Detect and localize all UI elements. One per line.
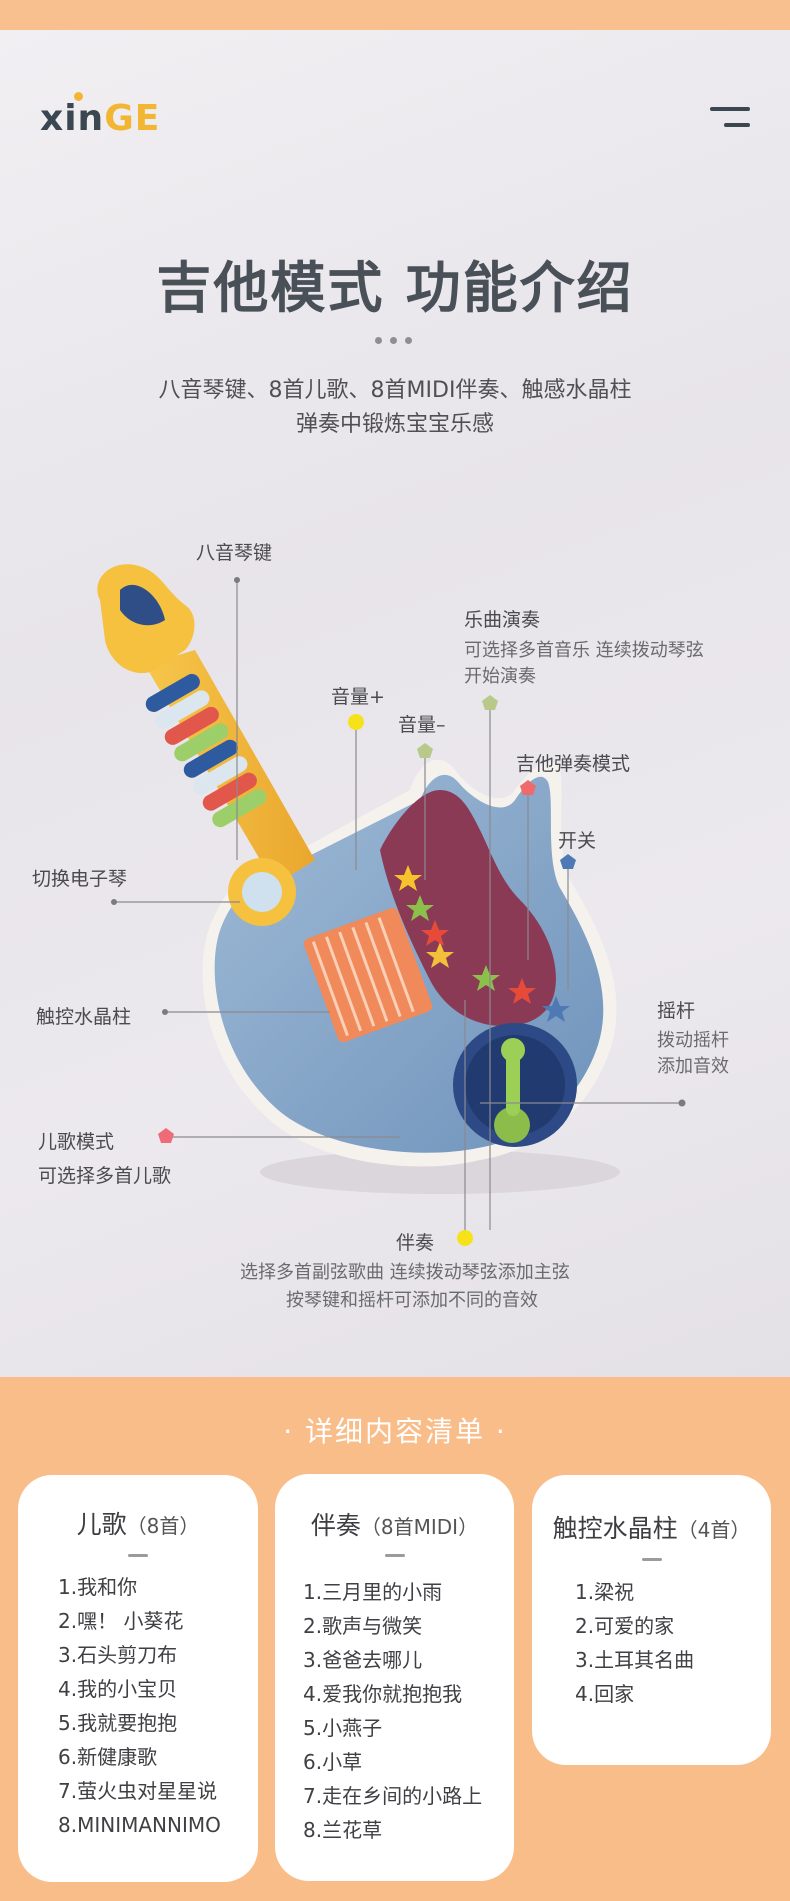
card-count: （4首） xyxy=(677,1518,751,1542)
annotation-accomp-desc-1: 选择多首副弦歌曲 连续拨动琴弦添加主弦 xyxy=(240,1262,570,1283)
card-crystal-columns: 触控水晶柱（4首） 1.梁祝 2.可爱的家 3.土耳其名曲 4.回家 xyxy=(532,1475,771,1765)
card-title: 儿歌 xyxy=(76,1510,127,1539)
annotation-rocker-title: 摇杆 xyxy=(657,1000,696,1022)
list-item: 8.MINIMANNIMO xyxy=(58,1813,221,1837)
annotation-rocker-desc-2: 添加音效 xyxy=(657,1056,729,1077)
card-count: （8首） xyxy=(126,1514,200,1538)
list-item: 1.梁祝 xyxy=(575,1580,635,1604)
list-item: 4.回家 xyxy=(575,1682,635,1706)
details-section-title: · 详细内容清单 · xyxy=(283,1415,507,1448)
card-count: （8首MIDI） xyxy=(360,1515,479,1539)
annotation-music-play-title: 乐曲演奏 xyxy=(464,609,541,631)
card-title: 触控水晶柱 xyxy=(552,1514,678,1543)
list-item: 2.可爱的家 xyxy=(575,1614,675,1638)
list-item: 5.我就要抱抱 xyxy=(58,1711,178,1735)
card-divider xyxy=(384,1554,405,1557)
list-item: 3.爸爸去哪儿 xyxy=(303,1648,423,1672)
page-title: 吉他模式 功能介绍 xyxy=(156,256,634,320)
list-item: 1.三月里的小雨 xyxy=(303,1580,443,1604)
annotation-nursery-desc: 可选择多首儿歌 xyxy=(38,1165,172,1187)
card-divider xyxy=(641,1558,662,1561)
list-item: 4.爱我你就抱抱我 xyxy=(303,1682,463,1706)
logo-dot-icon xyxy=(74,92,83,101)
list-item: 6.新健康歌 xyxy=(58,1745,158,1769)
hamburger-menu-icon[interactable] xyxy=(706,105,750,131)
brand-logo[interactable]: xinGE xyxy=(40,98,161,139)
list-item: 8.兰花草 xyxy=(303,1818,383,1842)
top-color-band xyxy=(0,0,790,30)
annotation-accomp-title: 伴奏 xyxy=(396,1232,435,1254)
annotation-guitar-mode: 吉他弹奏模式 xyxy=(516,753,631,775)
annotation-rocker-desc-1: 拨动摇杆 xyxy=(657,1030,729,1051)
list-item: 7.走在乡间的小路上 xyxy=(303,1784,483,1808)
annotation-switch-piano: 切换电子琴 xyxy=(32,868,128,890)
annotation-accomp-desc-2: 按琴键和摇杆可添加不同的音效 xyxy=(286,1290,538,1311)
list-item: 2.嘿！ 小葵花 xyxy=(58,1609,184,1633)
card-divider xyxy=(128,1554,148,1557)
list-item: 2.歌声与微笑 xyxy=(303,1614,423,1638)
annotation-music-play-desc-1: 可选择多首音乐 连续拨动琴弦 xyxy=(464,640,704,661)
annotation-crystal: 触控水晶柱 xyxy=(36,1006,132,1028)
card-title: 伴奏 xyxy=(310,1511,361,1540)
list-item: 3.土耳其名曲 xyxy=(575,1648,695,1672)
list-item: 7.萤火虫对星星说 xyxy=(58,1779,218,1803)
annotation-leader-lines xyxy=(111,577,686,1246)
divider-dots xyxy=(373,337,417,345)
list-item: 3.石头剪刀布 xyxy=(58,1643,178,1667)
annotation-nursery-title: 儿歌模式 xyxy=(38,1131,115,1153)
list-item: 1.我和你 xyxy=(58,1575,138,1599)
annotation-volume-up: 音量+ xyxy=(331,686,385,708)
list-item: 4.我的小宝贝 xyxy=(58,1677,178,1701)
card-accompaniment: 伴奏（8首MIDI） 1.三月里的小雨 2.歌声与微笑 3.爸爸去哪儿 4.爱我… xyxy=(275,1474,514,1881)
annotation-volume-down: 音量– xyxy=(398,714,446,736)
annotation-keys: 八音琴键 xyxy=(196,542,273,564)
annotation-music-play-desc-2: 开始演奏 xyxy=(464,666,536,687)
card-nursery-rhymes: 儿歌（8首） 1.我和你 2.嘿！ 小葵花 3.石头剪刀布 4.我的小宝贝 5.… xyxy=(18,1475,258,1882)
list-item: 6.小草 xyxy=(303,1750,363,1774)
subtitle-line-1: 八音琴键、8首儿歌、8首MIDI伴奏、触感水晶柱 xyxy=(158,378,632,403)
annotation-power: 开关 xyxy=(558,830,597,852)
list-item: 5.小燕子 xyxy=(303,1716,383,1740)
subtitle-line-2: 弹奏中锻炼宝宝乐感 xyxy=(295,412,494,437)
